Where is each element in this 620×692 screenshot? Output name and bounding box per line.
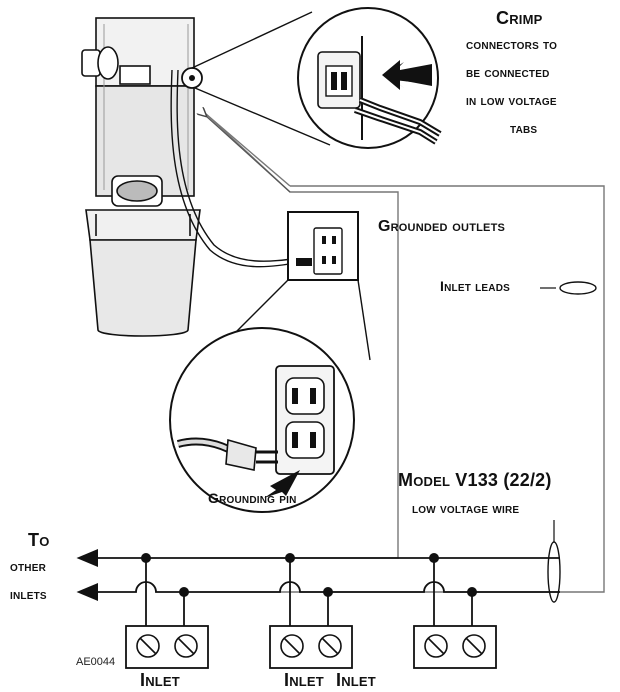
grounding-zoom-circle — [169, 327, 355, 513]
inlet-label-1: Inlet — [140, 670, 180, 690]
bus-wires — [76, 549, 560, 601]
grounded-outlets-label: Grounded outlets — [378, 218, 506, 235]
inlet-label-2: Inlet — [284, 670, 324, 690]
other-label: other — [10, 558, 46, 574]
inlet-terminal-1 — [125, 625, 209, 669]
outlet-small-box — [287, 211, 359, 281]
crimp-label-line-2: connectors to — [466, 36, 558, 52]
inlet-terminal-3 — [413, 625, 497, 669]
figure-code: AE0044 — [76, 656, 116, 668]
central-vacuum-unit — [81, 17, 201, 337]
grounding-pin-label: Grounding pin — [208, 490, 297, 506]
inlet-leads-bundle — [559, 281, 597, 295]
inlet-taps — [145, 558, 473, 626]
inlets-label: inlets — [10, 586, 47, 602]
power-cord — [170, 69, 301, 268]
model-label: Model V133 (22/2) — [398, 470, 552, 490]
crimp-label-line-4: in low voltage — [466, 92, 557, 108]
crimp-label-line-3: be connected — [466, 64, 550, 80]
low-voltage-wire-label: low voltage wire — [412, 500, 520, 516]
inlet-terminal-2 — [269, 625, 353, 669]
crimp-label-line-1: Crimp — [496, 8, 543, 28]
crimp-zoom-circle — [297, 7, 442, 149]
crimp-label-line-5: tabs — [510, 120, 538, 136]
low-voltage-wire-bundle — [547, 541, 561, 603]
inlet-label-3: Inlet — [336, 670, 376, 690]
inlet-leads-label: Inlet leads — [440, 278, 510, 294]
to-label: To — [28, 530, 50, 550]
